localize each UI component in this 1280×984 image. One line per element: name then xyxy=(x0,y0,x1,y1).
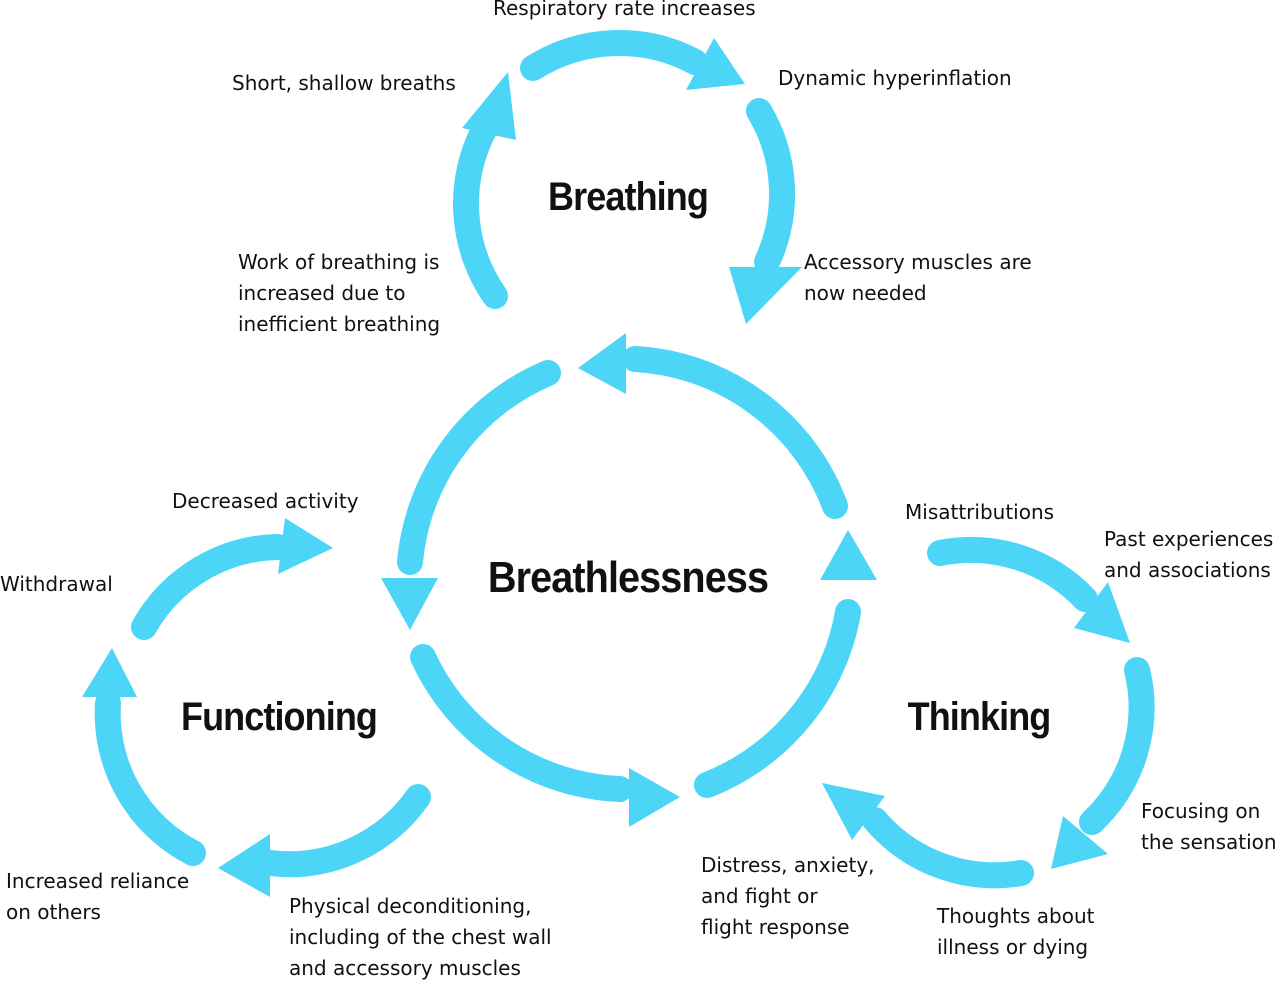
thinking-step-misattributions: Misattributions xyxy=(905,500,1055,524)
breathing-step-short-breaths: Short, shallow breaths xyxy=(232,71,456,95)
breathing-arrow-right xyxy=(746,98,796,275)
functioning-arrow-top xyxy=(131,534,291,640)
breathing-arrowhead-top xyxy=(686,38,745,90)
thinking-step-past-experiences: Past experiences and associations xyxy=(1104,527,1274,582)
breathless-arrow-bottom xyxy=(410,644,633,802)
functioning-arrowhead-top xyxy=(278,518,333,574)
functioning-arrowhead-left xyxy=(82,648,137,697)
functioning-arrow-bottom xyxy=(257,784,431,878)
functioning-step-decreased-activity: Decreased activity xyxy=(172,489,359,513)
breathless-arrow-right xyxy=(694,599,861,798)
breathing-arrow-top xyxy=(520,30,708,81)
breathless-arrow-left xyxy=(397,360,561,575)
thinking-arrow-right xyxy=(1079,657,1155,835)
breathless-arrowhead-right xyxy=(820,530,877,580)
breathless-arrowhead-top xyxy=(578,333,626,394)
breathing-step-dynamic-hyperinflation: Dynamic hyperinflation xyxy=(778,66,1012,90)
functioning-arrow-left xyxy=(94,690,206,866)
breathless-arrowhead-left xyxy=(381,578,438,630)
breathless-arrow-top xyxy=(622,346,848,519)
breathing-arrowhead-right xyxy=(729,267,802,324)
breathing-title: Breathing xyxy=(548,175,709,219)
thinking-step-focusing-on-sensation: Focusing on the sensation xyxy=(1141,799,1277,854)
breathlessness-title: Breathlessness xyxy=(487,553,769,602)
thinking-step-distress-anxiety: Distress, anxiety, and fight or flight r… xyxy=(701,853,875,939)
functioning-step-physical-deconditioning: Physical deconditioning, including of th… xyxy=(289,894,552,980)
breathless-arrowhead-bottom xyxy=(629,768,680,827)
breathing-step-work-of-breathing: Work of breathing is increased due to in… xyxy=(238,250,441,336)
thinking-arrowhead-bottom xyxy=(822,783,885,840)
breathing-arrow-left xyxy=(453,115,508,309)
breathing-arrowhead-left xyxy=(462,72,516,140)
thinking-title: Thinking xyxy=(907,695,1052,739)
functioning-title: Functioning xyxy=(180,695,378,739)
breathing-step-accessory-muscles: Accessory muscles are now needed xyxy=(804,250,1032,305)
functioning-step-increased-reliance: Increased reliance on others xyxy=(6,869,190,924)
breathing-step-respiratory-rate: Respiratory rate increases xyxy=(493,0,756,20)
functioning-step-withdrawal: Withdrawal xyxy=(0,572,113,596)
thinking-step-thoughts-illness: Thoughts about illness or dying xyxy=(937,904,1095,959)
thinking-arrow-bottom xyxy=(862,807,1034,889)
thinking-arrowhead-right xyxy=(1051,816,1108,869)
thinking-arrowhead-top xyxy=(1074,582,1130,643)
thinking-arrow-top xyxy=(927,536,1098,612)
functioning-arrowhead-bottom xyxy=(218,834,270,897)
